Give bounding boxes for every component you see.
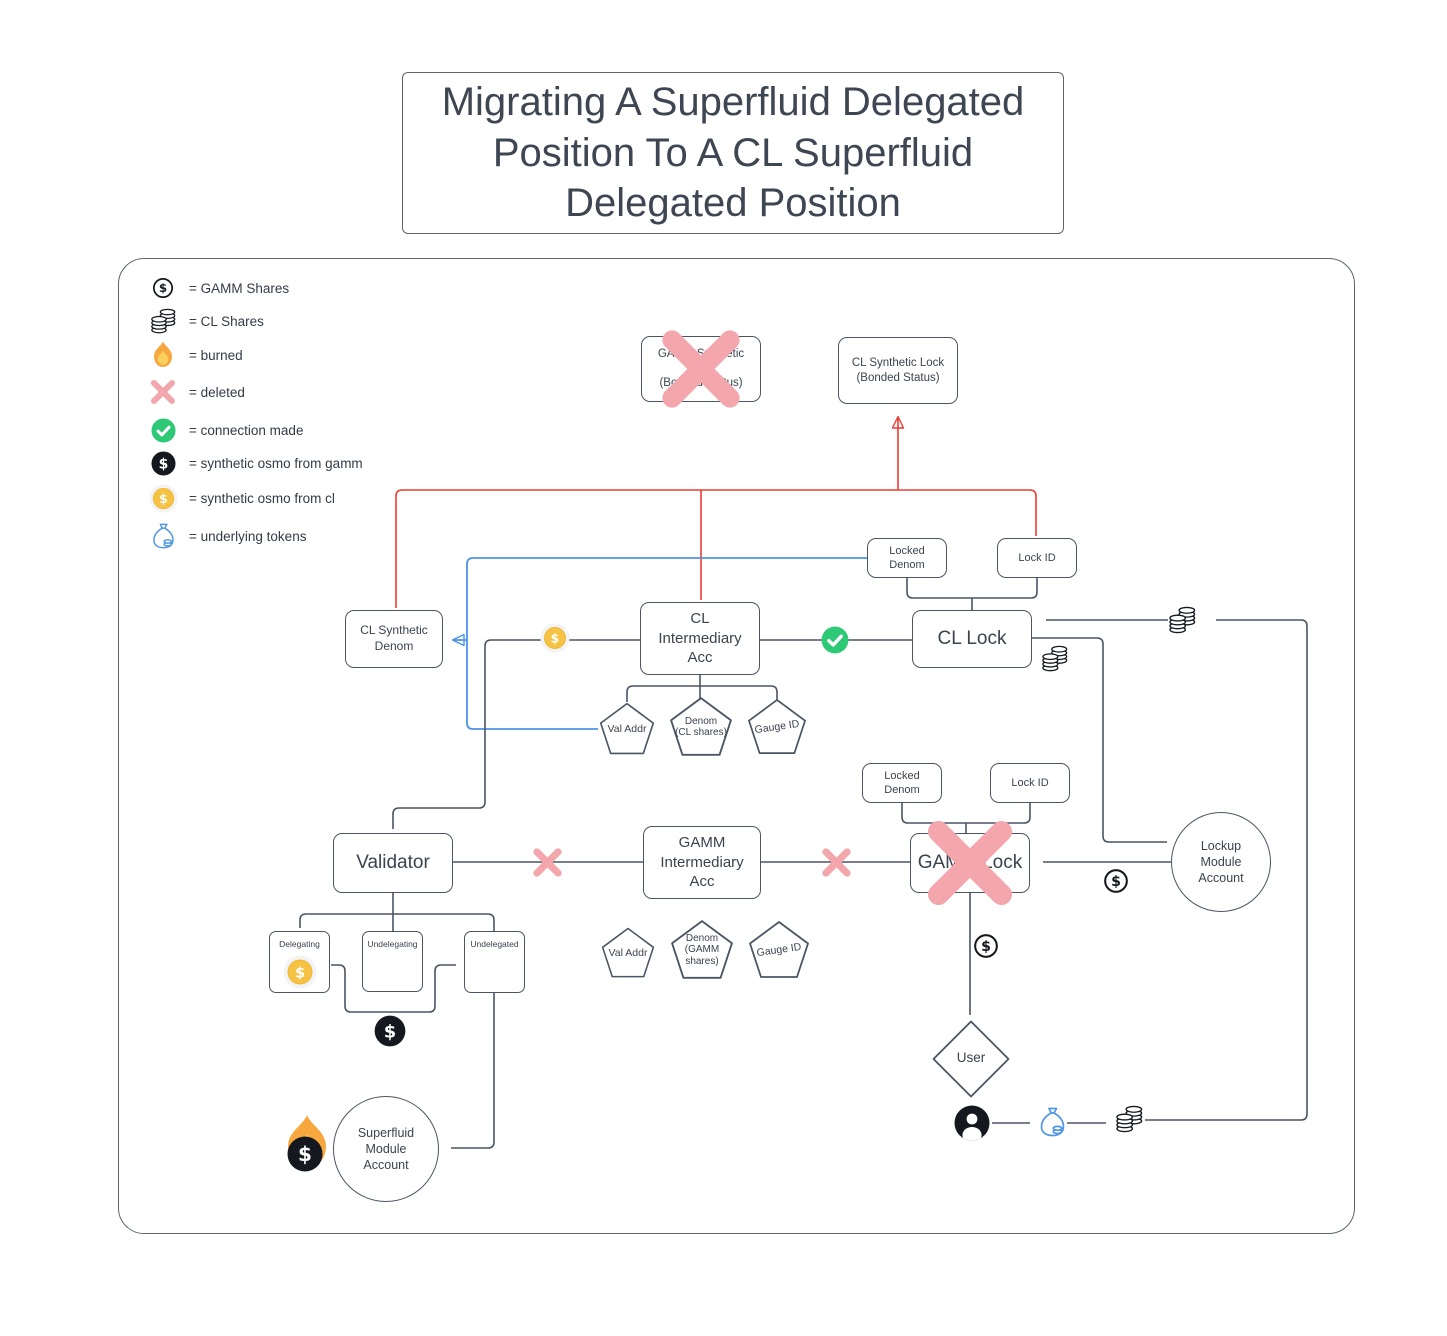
connection-made-icon	[148, 418, 178, 443]
legend-item-burned: = burned	[148, 341, 243, 369]
synthetic-osmo-cl-icon	[283, 955, 317, 989]
node-label: CL Synthetic Lock (Bonded Status)	[851, 356, 945, 384]
val-addr-gamm-node: Val Addr	[600, 925, 656, 981]
node-label: CL Lock	[937, 627, 1007, 649]
node-label: CL Synthetic Denom	[360, 623, 428, 653]
undelegating-node: Undelegating	[362, 931, 423, 992]
legend-label: = GAMM Shares	[189, 280, 290, 296]
synthetic-osmo-cl-icon	[540, 623, 570, 653]
legend-item-connection-made: = connection made	[148, 418, 303, 443]
legend-item-synthetic-osmo-gamm: = synthetic osmo from gamm	[148, 451, 363, 476]
deleted-icon	[918, 814, 1022, 912]
denom-cl-shares-node: Denom (CL shares)	[668, 696, 734, 758]
synthetic-osmo-gamm-icon: $	[287, 1136, 323, 1172]
svg-text:$: $	[298, 1142, 312, 1166]
node-label: Undelegating	[367, 939, 418, 949]
burned-icon	[148, 341, 178, 369]
legend-label: = underlying tokens	[189, 528, 307, 544]
synthetic-osmo-gamm-icon	[148, 451, 178, 476]
synthetic-osmo-cl-icon	[148, 484, 178, 513]
node-label: Gauge ID	[755, 940, 803, 960]
cl-shares-icon	[148, 307, 178, 336]
validator-node: Validator	[333, 833, 453, 893]
gauge-id-cl-node: Gauge ID	[745, 698, 809, 756]
legend-item-deleted: = deleted	[148, 378, 245, 406]
underlying-tokens-icon	[148, 522, 178, 550]
gauge-id-gamm-node: Gauge ID	[747, 920, 811, 980]
deleted-icon	[653, 324, 749, 414]
node-label: Val Addr	[607, 722, 647, 735]
node-label: Validator	[356, 851, 430, 873]
user-avatar-icon	[954, 1105, 990, 1141]
node-label: GAMM Intermediary Acc	[660, 834, 744, 891]
cl-lock-node: CL Lock	[912, 610, 1032, 668]
legend-item-synthetic-osmo-cl: = synthetic osmo from cl	[148, 484, 335, 513]
diagram-title: Migrating A Superfluid Delegated Positio…	[441, 79, 1025, 226]
lock-id-cl-node: Lock ID	[997, 538, 1077, 578]
gamm-intermediary-acc-node: GAMM Intermediary Acc	[643, 826, 761, 899]
deleted-icon	[820, 846, 853, 879]
node-label: CL Intermediary Acc	[658, 610, 742, 667]
node-label: Superfluid Module Account	[357, 1125, 415, 1173]
diagram-title-box: Migrating A Superfluid Delegated Positio…	[402, 72, 1064, 234]
node-label: Lockup Module Account	[1198, 838, 1244, 886]
gamm-shares-icon	[1103, 868, 1129, 894]
superfluid-module-account-node: Superfluid Module Account	[333, 1096, 439, 1202]
cl-intermediary-acc-node: CL Intermediary Acc	[640, 602, 760, 675]
legend-item-underlying-tokens: = underlying tokens	[148, 522, 306, 550]
val-addr-cl-node: Val Addr	[598, 701, 656, 757]
underlying-tokens-icon	[1037, 1106, 1067, 1138]
diagram-border	[118, 258, 1355, 1234]
node-label: Locked Denom	[889, 544, 925, 571]
denom-gamm-shares-node: Denom (GAMM shares)	[669, 918, 735, 982]
node-label: Delegating	[279, 939, 320, 949]
legend-label: = CL Shares	[189, 314, 264, 329]
legend-item-gamm-shares: = GAMM Shares	[148, 277, 289, 299]
legend-label: = synthetic osmo from gamm	[189, 456, 363, 471]
burned-synthetic-osmo-gamm-icon: $	[287, 1115, 326, 1172]
legend-item-cl-shares: = CL Shares	[148, 307, 264, 336]
legend-label: = connection made	[189, 423, 304, 438]
node-label: Val Addr	[608, 946, 648, 959]
connection-made-icon	[821, 626, 849, 654]
legend-label: = burned	[189, 347, 243, 363]
deleted-icon	[531, 846, 564, 879]
cl-shares-icon	[1168, 605, 1197, 636]
lockup-module-account-node: Lockup Module Account	[1171, 812, 1271, 912]
node-label: Denom (GAMM shares)	[684, 932, 720, 967]
gamm-shares-icon	[973, 933, 999, 959]
locked-denom-gamm-node: Locked Denom	[862, 763, 942, 803]
deleted-icon	[148, 378, 178, 406]
node-label: Gauge ID	[753, 717, 801, 737]
user-node: User	[932, 1020, 1010, 1098]
cl-shares-icon	[1115, 1104, 1144, 1135]
synthetic-osmo-gamm-icon	[374, 1015, 406, 1047]
cl-synthetic-denom-node: CL Synthetic Denom	[345, 610, 443, 668]
locked-denom-cl-node: Locked Denom	[867, 538, 947, 578]
node-label: Denom (CL shares)	[675, 715, 727, 739]
node-label: Lock ID	[1018, 551, 1056, 564]
node-label: Locked Denom	[884, 769, 920, 796]
undelegated-node: Undelegated	[464, 931, 525, 993]
legend-label: = synthetic osmo from cl	[189, 491, 335, 506]
legend-label: = deleted	[189, 384, 245, 400]
cl-synthetic-lock-node: CL Synthetic Lock (Bonded Status)	[838, 337, 958, 404]
node-label: Undelegated	[470, 939, 519, 949]
node-label: User	[956, 1050, 986, 1066]
node-label: Lock ID	[1011, 776, 1049, 789]
gamm-shares-icon	[148, 277, 178, 299]
lock-id-gamm-node: Lock ID	[990, 763, 1070, 803]
cl-shares-icon	[1041, 644, 1069, 674]
